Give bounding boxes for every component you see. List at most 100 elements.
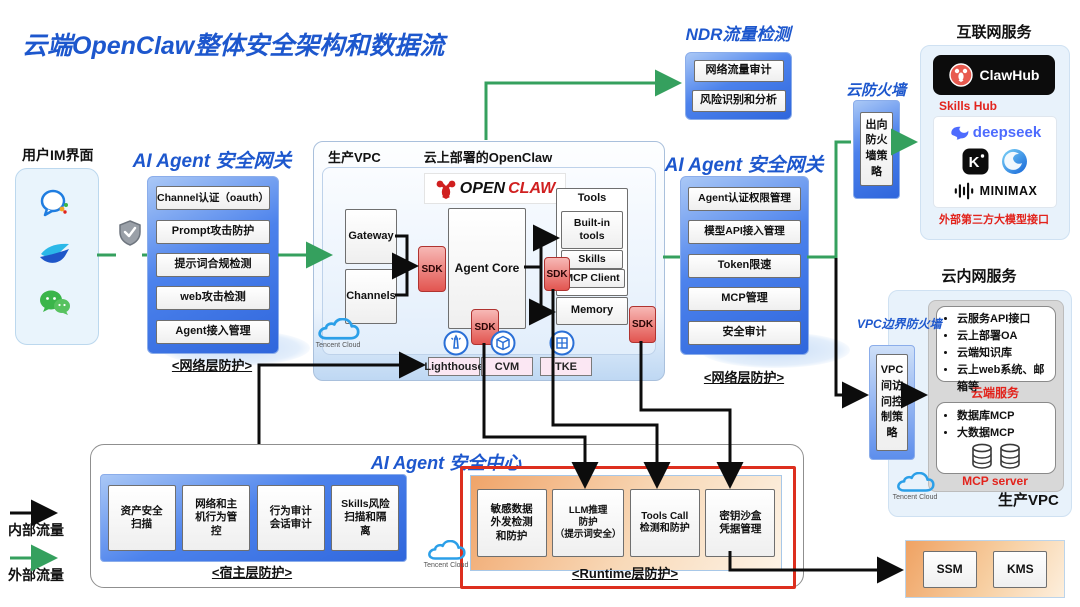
gateway-left-item: Agent接入管理	[156, 319, 270, 344]
gateway-left-item: Channel认证（oauth）	[156, 186, 270, 211]
tencent-cloud-logo: Tencent Cloud	[314, 318, 362, 349]
tencent-cloud-caption: Tencent Cloud	[423, 562, 469, 569]
host-item: 行为审计 会话审计	[256, 485, 325, 551]
cloud-service-item: 云服务API接口	[957, 311, 1051, 328]
lark-icon	[37, 240, 73, 270]
gateway-right-item: 模型API接入管理	[688, 220, 801, 244]
svg-text:K: K	[969, 154, 980, 171]
models-box: deepseek K	[933, 116, 1057, 208]
wechat-icon	[38, 288, 72, 318]
vpc-subtitle: 云上部署的OpenClaw	[423, 150, 553, 165]
mcp-list: 数据库MCP 大数据MCP	[936, 402, 1056, 474]
runtime-item: 敏感数据 外发检测 和防护	[476, 489, 547, 557]
deepseek-label: deepseek	[972, 124, 1042, 141]
gateway-left-item: web攻击检测	[156, 286, 270, 311]
mcp-item: 大数据MCP	[957, 425, 1051, 442]
vpc-boundary-firewall-label: VPC边界防火墙	[857, 317, 942, 331]
tke-icon	[549, 330, 575, 356]
qq-icon	[38, 188, 72, 220]
database-icon	[999, 443, 1021, 469]
tke-label: TKE	[540, 357, 592, 376]
shield-check-icon	[118, 220, 142, 246]
host-item: 资产安全 扫描	[107, 485, 176, 551]
gateway-right-item: 安全审计	[688, 320, 801, 345]
secrets-panel: SSM KMS	[905, 540, 1065, 598]
logo-text-claw: CLAW	[508, 179, 556, 197]
deepseek-whale-icon	[951, 126, 969, 140]
memory-box: Memory	[556, 297, 628, 325]
gateway-right-item: MCP管理	[688, 287, 801, 311]
internet-title: 互联网服务	[956, 24, 1032, 41]
gateway-left-item: Prompt攻击防护	[156, 219, 270, 244]
runtime-item: LLM推理 防护 （提示词安全）	[552, 489, 625, 557]
host-protection-footer: <宿主层防护>	[211, 565, 293, 580]
gateway-right-title: AI Agent 安全网关	[664, 155, 824, 176]
minimax-label: MINIMAX	[979, 184, 1038, 198]
clawhub-icon	[948, 63, 973, 87]
tencent-cloud-logo: Tencent Cloud	[891, 472, 939, 501]
clawhub-bar: ClawHub	[933, 55, 1055, 95]
tencent-cloud-logo: Tencent Cloud	[422, 540, 470, 569]
legend-external-label: 外部流量	[8, 567, 64, 583]
mcp-item: 数据库MCP	[957, 408, 1051, 425]
kimi-icon: K	[962, 148, 989, 175]
sdk-badge: SDK	[544, 257, 570, 291]
im-section-title: 用户IM界面	[22, 147, 94, 163]
lobster-icon	[435, 178, 457, 200]
ndr-panel: 网络流量审计 风险识别和分析	[685, 52, 792, 120]
host-item: 网络和主 机行为管 控	[182, 485, 251, 551]
runtime-item: Tools Call 检测和防护	[629, 489, 700, 557]
vpc-label: 生产VPC	[328, 150, 381, 165]
gateway-box: Gateway	[345, 209, 397, 264]
lighthouse-icon	[443, 330, 469, 356]
intranet-vpc-label: 生产VPC	[998, 492, 1059, 509]
gateway-right-panel: Agent认证权限管理 模型API接入管理 Token限速 MCP管理 安全审计	[680, 176, 809, 355]
gateway-right-item: Token限速	[688, 253, 801, 278]
tencent-cloud-caption: Tencent Cloud	[892, 494, 938, 501]
logo-text-open: OPEN	[459, 179, 506, 197]
sdk-badge: SDK	[418, 246, 446, 292]
sdk-badge: SDK	[629, 306, 656, 343]
gateway-right-footer: <网络层防护>	[703, 370, 785, 385]
gateway-left-item: 提示词合规检测	[156, 252, 270, 277]
minimax-logo: MINIMAX	[953, 182, 1038, 200]
deepseek-logo: deepseek	[949, 124, 1041, 141]
ssm-box: SSM	[922, 550, 977, 588]
cloud-firewall-policy: 出向 防火 墙策 略	[860, 112, 893, 186]
runtime-protection-panel: 敏感数据 外发检测 和防护 LLM推理 防护 （提示词安全） Tools Cal…	[470, 475, 782, 571]
minimax-wave-icon	[954, 182, 973, 200]
cloud-services-list: 云服务API接口 云上部署OA 云端知识库 云上web系统、邮箱等	[936, 306, 1056, 393]
builtin-tools-box: Built-in tools	[561, 211, 623, 249]
gateway-left-panel: Channel认证（oauth） Prompt攻击防护 提示词合规检测 web攻…	[147, 176, 279, 354]
skills-box: Skills	[561, 250, 623, 269]
gateway-left-title: AI Agent 安全网关	[132, 151, 292, 172]
mcp-server-label: MCP server	[962, 474, 1028, 488]
cloud-service-item: 云上web系统、邮箱等	[957, 362, 1051, 396]
clawhub-label: ClawHub	[979, 67, 1040, 83]
legend-internal-label: 内部流量	[8, 522, 64, 538]
vpc-policy-box: VPC 间访 问控 制策 略	[876, 354, 908, 451]
host-protection-panel: 资产安全 扫描 网络和主 机行为管 控 行为审计 会话审计 Skills风险 扫…	[100, 474, 407, 562]
tencent-cloud-caption: Tencent Cloud	[315, 342, 361, 349]
runtime-item: 密钥沙盒 凭据管理	[705, 489, 776, 557]
cvm-icon	[490, 330, 516, 356]
skills-hub-label: Skills Hub	[939, 99, 998, 113]
agent-core-box: Agent Core	[448, 208, 526, 329]
gateway-right-item: Agent认证权限管理	[688, 186, 801, 211]
ndr-title: NDR流量检测	[685, 25, 791, 44]
ndr-item: 风险识别和分析	[691, 89, 786, 112]
lighthouse-label: Lighthouse	[424, 357, 484, 376]
kms-box: KMS	[993, 550, 1048, 588]
cloud-service-item: 云端知识库	[957, 345, 1051, 362]
model-swirl-icon	[1001, 148, 1028, 175]
cloud-services-label: 云端服务	[970, 386, 1019, 400]
intranet-title: 云内网服务	[941, 268, 1017, 285]
host-item: Skills风险 扫描和隔 离	[331, 485, 400, 551]
cloud-firewall-title: 云防火墙	[845, 82, 906, 99]
gateway-left-footer: <网络层防护>	[171, 358, 253, 373]
internet-footer: 外部第三方大模型接口	[939, 214, 1049, 226]
cvm-label: CVM	[481, 357, 533, 376]
mcp-client-box: MCP Client	[559, 269, 625, 288]
